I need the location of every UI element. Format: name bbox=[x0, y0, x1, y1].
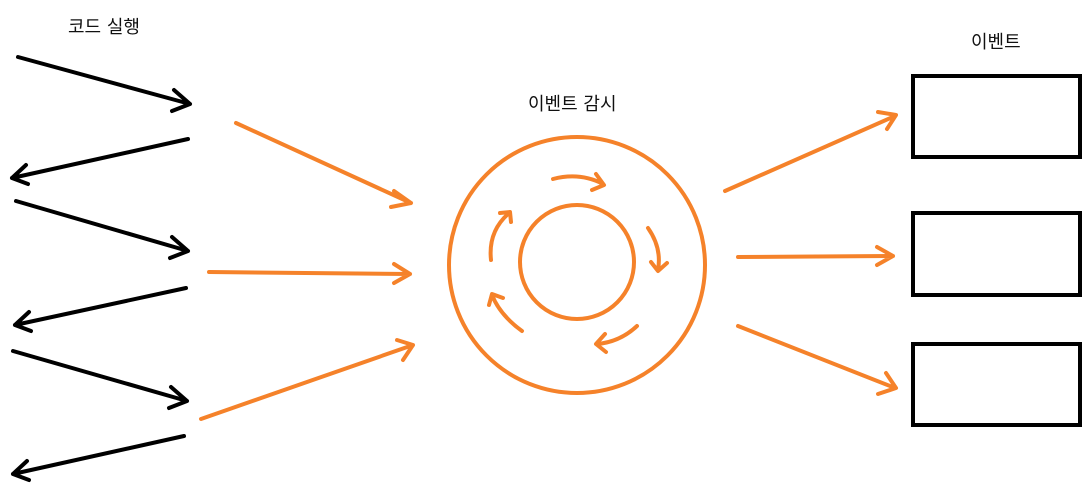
loop-arrow-left bbox=[487, 292, 524, 333]
outgoing-arrows bbox=[723, 110, 898, 396]
zigzag-arrow-4 bbox=[13, 286, 188, 333]
event-boxes bbox=[911, 74, 1082, 427]
outgoing-arrow-middle bbox=[736, 245, 895, 267]
event-loop-outer-ring bbox=[447, 135, 707, 395]
incoming-arrow-top bbox=[234, 121, 413, 209]
code-execution-label: 코드 실행 bbox=[68, 17, 140, 38]
loop-arrow-bottom bbox=[594, 324, 639, 354]
loop-arrow-top bbox=[551, 172, 606, 192]
event-watch-label: 이벤트 감시 bbox=[528, 94, 617, 115]
event-box-3 bbox=[911, 342, 1082, 427]
events-label: 이벤트 bbox=[971, 32, 1021, 53]
incoming-arrows bbox=[199, 121, 415, 421]
loop-arrow-upper-left bbox=[488, 210, 513, 262]
code-execution-flow bbox=[10, 55, 192, 482]
outgoing-arrow-bottom bbox=[736, 324, 898, 396]
zigzag-arrow-3 bbox=[14, 199, 190, 260]
event-loop-inner-ring bbox=[518, 203, 636, 321]
incoming-arrow-bottom bbox=[199, 338, 415, 421]
zigzag-arrow-6 bbox=[11, 434, 186, 482]
outgoing-arrow-top bbox=[723, 110, 898, 193]
event-loop bbox=[447, 135, 707, 395]
event-box-2 bbox=[911, 211, 1082, 297]
loop-arrow-right bbox=[646, 226, 669, 273]
zigzag-arrow-2 bbox=[10, 137, 190, 186]
zigzag-arrow-1 bbox=[16, 55, 192, 113]
incoming-arrow-middle bbox=[207, 262, 412, 285]
zigzag-arrow-5 bbox=[11, 349, 189, 410]
event-box-1 bbox=[911, 74, 1082, 159]
